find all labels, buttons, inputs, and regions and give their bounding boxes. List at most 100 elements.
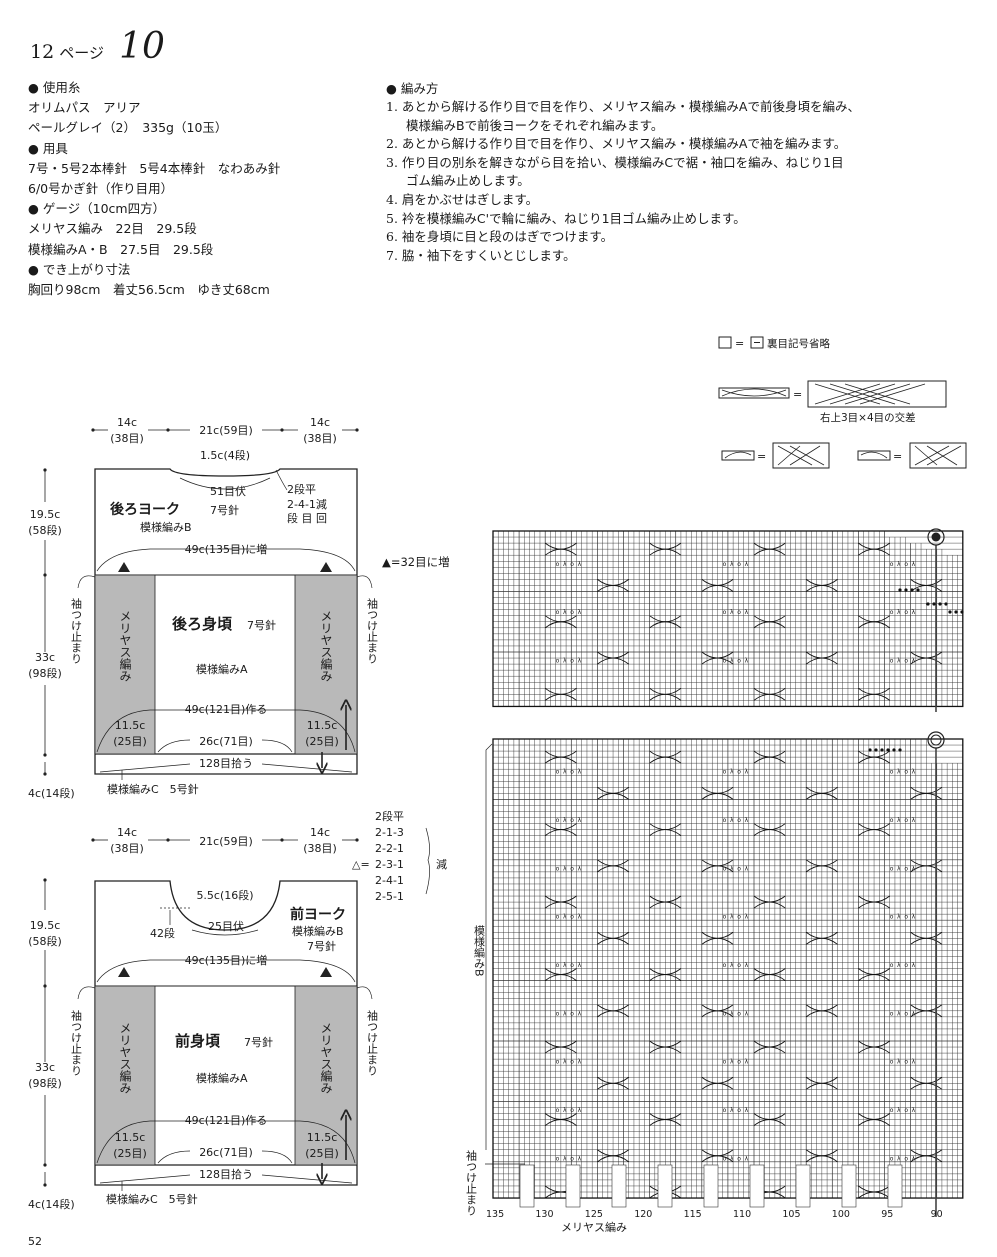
tools-section: 用具 7号・5号2本棒針 5号4本棒針 なわあみ針 6/0号かぎ針（作り目用）: [28, 139, 280, 200]
svg-text:λ: λ: [897, 658, 901, 665]
svg-text:λ: λ: [745, 962, 749, 969]
chart-col-number: 105: [782, 1209, 800, 1220]
chart-col-number: 95: [881, 1209, 893, 1220]
front-height-yoke: 19.5c: [30, 919, 61, 932]
pattern-number: 10: [119, 26, 165, 67]
back-side-w-right-sts: (25目): [305, 735, 339, 748]
back-body-needle: 7号針: [247, 618, 276, 632]
materials-section: 使用糸 オリムパス アリア ペールグレイ（2） 335g（10玉）: [28, 78, 280, 139]
header-page-word: ページ: [59, 44, 104, 62]
back-top-width-mid: 21c(59目): [199, 424, 253, 437]
svg-text:λ: λ: [578, 1059, 582, 1066]
back-shoulder-row1: 2-4-1減: [287, 497, 327, 511]
svg-text:λ: λ: [897, 561, 901, 568]
svg-text:λ: λ: [563, 865, 567, 872]
back-sleeve-mark-left: 袖つけ止まり: [70, 597, 83, 664]
back-height-yoke: 19.5c: [30, 508, 61, 521]
svg-text:λ: λ: [563, 1059, 567, 1066]
gauge-section: ゲージ（10cm四方） メリヤス編み 22目 29.5段 模様編みA・B 27.…: [28, 199, 280, 260]
front-top-width-right-sts: (38目): [303, 842, 337, 855]
step: 6. 袖を身頃に目と段のはぎでつけます。: [386, 229, 614, 245]
svg-text:o: o: [890, 609, 894, 616]
front-height-body: 33c: [35, 1061, 55, 1074]
svg-text:λ: λ: [563, 769, 567, 776]
svg-text:__________: __________: [198, 1114, 255, 1127]
svg-text:o: o: [737, 962, 741, 969]
front-top-width-left-sts: (38目): [110, 842, 144, 855]
svg-text:o: o: [556, 769, 560, 776]
svg-text:λ: λ: [730, 1107, 734, 1114]
svg-text:o: o: [570, 1010, 574, 1017]
front-bottom-mid: 26c(71目): [199, 1146, 253, 1159]
chart-label-stockinette: メリヤス編み: [561, 1220, 627, 1234]
svg-text:o: o: [723, 914, 727, 921]
svg-text:o: o: [570, 914, 574, 921]
svg-text:o: o: [723, 865, 727, 872]
front-top-width-right: 14c: [310, 826, 330, 839]
svg-text:λ: λ: [912, 914, 916, 921]
svg-text:o: o: [570, 865, 574, 872]
front-neck-shaping: 2-2-1: [375, 842, 404, 855]
svg-text:o: o: [737, 817, 741, 824]
legend-purl-omit: 裏目記号省略: [767, 337, 830, 350]
materials-title: 使用糸: [28, 78, 280, 98]
triangle-note: ▲=32目に増: [382, 555, 450, 569]
chart-col-number: 100: [832, 1209, 850, 1220]
svg-text:λ: λ: [563, 1155, 567, 1162]
svg-text:λ: λ: [897, 1059, 901, 1066]
svg-text:o: o: [904, 1107, 908, 1114]
size-title: でき上がり寸法: [28, 260, 280, 280]
back-top-width-left-sts: (38目): [110, 432, 144, 445]
svg-text:λ: λ: [745, 1155, 749, 1162]
back-shoulder-shaping: 2段平: [287, 482, 316, 496]
back-bottom-mid: 26c(71目): [199, 735, 253, 748]
svg-text:=: =: [735, 337, 744, 350]
svg-text:λ: λ: [897, 1107, 901, 1114]
svg-text:λ: λ: [897, 609, 901, 616]
cross-right-expanded-icon: [909, 442, 967, 469]
svg-text:o: o: [556, 658, 560, 665]
back-side-label-right: メリヤス編み: [319, 610, 333, 682]
svg-text:λ: λ: [730, 914, 734, 921]
svg-text:o: o: [737, 1155, 741, 1162]
page-number: 52: [28, 1235, 42, 1248]
svg-text:=: =: [793, 388, 802, 401]
svg-text:λ: λ: [563, 561, 567, 568]
front-top-width-mid: 21c(59目): [199, 835, 253, 848]
svg-text:λ: λ: [730, 658, 734, 665]
front-schematic: 14c (38目) 21c(59目) 14c (38目) 2段平 2-1-3 2…: [28, 809, 447, 1211]
svg-text:o: o: [737, 865, 741, 872]
back-top-width-right: 14c: [310, 416, 330, 429]
svg-text:λ: λ: [912, 1059, 916, 1066]
svg-text:o: o: [556, 1155, 560, 1162]
chart-label-sleeve-mark: 袖つけ止まり: [465, 1149, 478, 1216]
svg-text:λ: λ: [745, 817, 749, 824]
step: 5. 衿を模様編みC'で輪に編み、ねじり1目ゴム編み止めします。: [386, 210, 746, 226]
front-side-label-left: メリヤス編み: [118, 1022, 132, 1094]
back-side-label-left: メリヤス編み: [118, 610, 132, 682]
cross-left-expanded-icon: [772, 442, 830, 469]
svg-text:o: o: [904, 1155, 908, 1162]
svg-text:o: o: [890, 658, 894, 665]
svg-text:o: o: [904, 609, 908, 616]
step-cont: 模様編みBで前後ヨークをそれぞれ編みます。: [406, 117, 664, 133]
legend-cross-label: 右上3目×4目の交差: [820, 411, 916, 424]
svg-text:o: o: [723, 1010, 727, 1017]
svg-text:o: o: [904, 817, 908, 824]
back-side-w-left: 11.5c: [115, 719, 146, 732]
page-header: 12 ページ 10: [30, 26, 165, 67]
back-yoke-title: 後ろヨーク: [110, 501, 180, 518]
svg-text:o: o: [556, 962, 560, 969]
back-top-width-right-sts: (38目): [303, 432, 337, 445]
front-inc-line: 49c(135目)に増: [185, 954, 268, 967]
svg-text:o: o: [570, 561, 574, 568]
back-cast-on: 49c(121目)作る: [185, 703, 268, 716]
svg-text:λ: λ: [730, 1059, 734, 1066]
svg-text:λ: λ: [912, 658, 916, 665]
svg-text:o: o: [904, 561, 908, 568]
front-height-body-rows: (98段): [28, 1076, 62, 1090]
svg-text:λ: λ: [912, 817, 916, 824]
svg-text:λ: λ: [730, 1155, 734, 1162]
svg-text:o: o: [570, 817, 574, 824]
